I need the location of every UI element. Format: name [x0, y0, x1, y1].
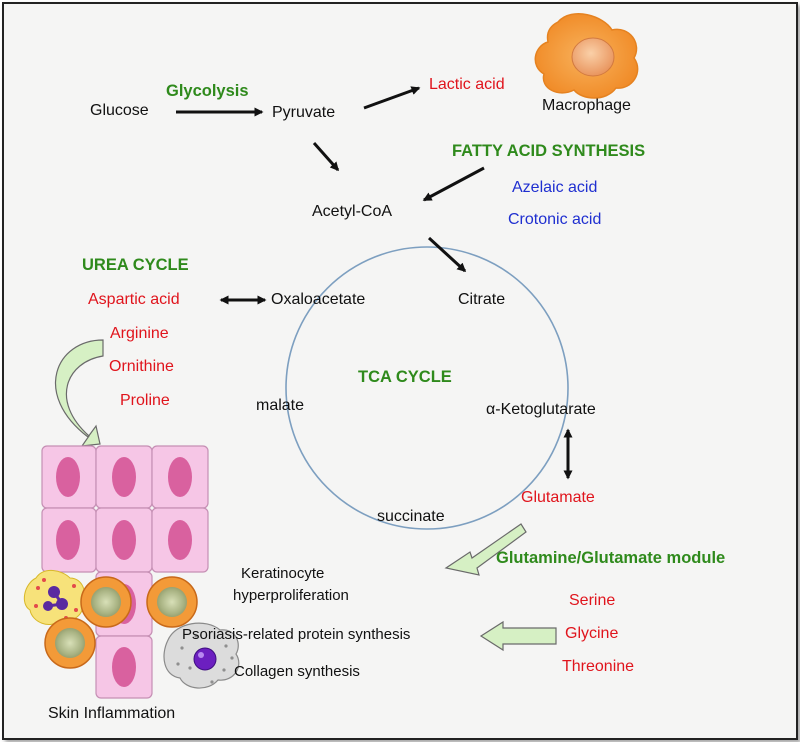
- keratinocyte-nucleus: [112, 520, 136, 560]
- hollow-arrow-icon: [444, 523, 527, 576]
- azelaic-acid-label: Azelaic acid: [512, 179, 598, 196]
- arrow-fatty-acid-to-acetyl-coa: [422, 166, 485, 202]
- hollow-arrow-icon: [54, 339, 104, 447]
- fibroblast-icon: [163, 622, 240, 689]
- glutamine-glutamate-module-heading: Glutamine/Glutamate module: [496, 549, 726, 567]
- keratinocyte-nucleus: [56, 457, 80, 497]
- glycine-label: Glycine: [565, 625, 619, 642]
- aspartic-acid-label: Aspartic acid: [88, 291, 180, 308]
- tca-cycle-circle: [285, 246, 569, 530]
- keratinocyte-label-line1: Keratinocyte: [241, 565, 325, 582]
- pathway-arrows: [176, 86, 573, 480]
- citrate-label: Citrate: [458, 291, 506, 308]
- serine-label: Serine: [569, 592, 616, 609]
- arginine-label: Arginine: [110, 325, 169, 342]
- keratinocyte-nucleus: [112, 457, 136, 497]
- keratinocyte-nucleus: [168, 457, 192, 497]
- immune-cells: [44, 576, 198, 669]
- keratinocyte-label-line2: hyperproliferation: [233, 587, 349, 604]
- keratinocyte-nucleus: [168, 520, 192, 560]
- tca-cycle-heading: TCA CYCLE: [358, 368, 452, 386]
- hollow-arrow-icon: [479, 620, 557, 652]
- psoriasis-protein-synthesis-label: Psoriasis-related protein synthesis: [182, 626, 411, 643]
- acetyl-coa-label: Acetyl-CoA: [312, 203, 393, 220]
- pyruvate-label: Pyruvate: [272, 104, 336, 121]
- keratinocyte-nucleus: [56, 520, 80, 560]
- collagen-synthesis-label: Collagen synthesis: [234, 663, 360, 680]
- neutrophil-icon: [23, 570, 85, 625]
- crotonic-acid-label: Crotonic acid: [508, 211, 602, 228]
- keratinocyte-nucleus: [112, 647, 136, 687]
- immune-cell-icon: [146, 576, 198, 628]
- ornithine-label: Ornithine: [109, 358, 174, 375]
- proline-label: Proline: [120, 392, 170, 409]
- arrow-pyruvate-to-acetyl-coa: [312, 142, 340, 172]
- fatty-acid-synthesis-heading: FATTY ACID SYNTHESIS: [452, 142, 646, 160]
- keratinocyte-tissue: [41, 445, 209, 699]
- urea-cycle-heading: UREA CYCLE: [82, 256, 189, 274]
- ketoglutarate-label: α-Ketoglutarate: [486, 401, 596, 418]
- glutamate-label: Glutamate: [521, 489, 595, 506]
- arrow-acetyl-coa-to-citrate: [427, 236, 467, 273]
- threonine-label: Threonine: [562, 658, 635, 675]
- oxaloacetate-label: Oxaloacetate: [271, 291, 366, 308]
- malate-label: malate: [256, 397, 305, 414]
- immune-cell-icon: [80, 576, 132, 628]
- immune-cell-icon: [44, 617, 96, 669]
- glycolysis-heading: Glycolysis: [166, 82, 249, 100]
- lactic-acid-label: Lactic acid: [429, 76, 505, 93]
- arrow-pyruvate-to-lactic-acid: [363, 86, 421, 110]
- macrophage-label: Macrophage: [542, 97, 631, 114]
- succinate-label: succinate: [377, 508, 445, 525]
- skin-inflammation-label: Skin Inflammation: [48, 705, 176, 722]
- glucose-label: Glucose: [90, 102, 149, 119]
- macrophage-icon: [534, 13, 639, 99]
